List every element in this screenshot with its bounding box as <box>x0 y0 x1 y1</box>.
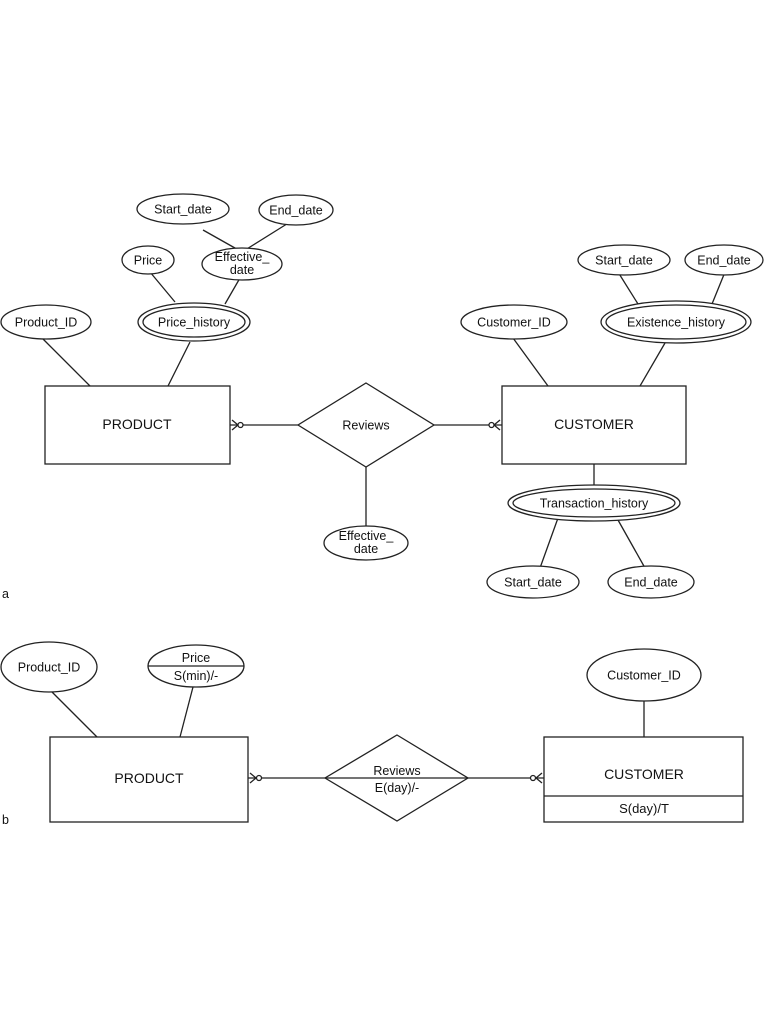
attribute-price-timestamped: Price S(min)/- <box>147 644 245 688</box>
multivalued-attribute-price-history: Price_history <box>137 302 251 342</box>
attribute-product-id-a: Product_ID <box>0 304 92 340</box>
svg-text:Product_ID: Product_ID <box>15 316 78 330</box>
svg-text:Reviews: Reviews <box>373 764 420 778</box>
svg-text:CUSTOMER: CUSTOMER <box>554 416 634 432</box>
svg-text:Product_ID: Product_ID <box>18 661 81 675</box>
svg-text:date: date <box>230 263 254 277</box>
attribute-effective-date-product: Effective_ date <box>201 247 283 281</box>
svg-text:Reviews: Reviews <box>342 419 389 433</box>
svg-text:E(day)/-: E(day)/- <box>375 781 419 795</box>
svg-text:Start_date: Start_date <box>154 203 212 217</box>
svg-text:End_date: End_date <box>269 204 323 218</box>
attribute-product-id-b: Product_ID <box>0 641 98 693</box>
svg-text:Effective_: Effective_ <box>339 529 395 543</box>
multivalued-attribute-existence-history: Existence_history <box>600 300 752 344</box>
svg-text:End_date: End_date <box>624 576 678 590</box>
attribute-price: Price <box>121 245 175 275</box>
svg-text:Start_date: Start_date <box>595 254 653 268</box>
svg-text:Price: Price <box>134 254 163 268</box>
svg-text:S(min)/-: S(min)/- <box>174 669 218 683</box>
svg-text:Customer_ID: Customer_ID <box>477 316 551 330</box>
svg-text:Existence_history: Existence_history <box>627 316 726 330</box>
relationship-reviews-b: Reviews E(day)/- <box>323 734 470 822</box>
attribute-existence-end-date: End_date <box>684 244 764 276</box>
diagram-b: Product_ID Price S(min)/- PRODUCT Review… <box>0 641 744 827</box>
entity-product-b: PRODUCT <box>49 736 249 823</box>
svg-text:Effective_: Effective_ <box>215 250 271 264</box>
attribute-customer-id-a: Customer_ID <box>460 304 568 340</box>
attribute-transaction-start-date: Start_date <box>486 565 580 599</box>
diagram-a-connectors <box>41 221 726 569</box>
diagram-b-connectors <box>51 686 645 784</box>
svg-text:Customer_ID: Customer_ID <box>607 669 681 683</box>
relationship-reviews-a: Reviews <box>296 382 436 468</box>
entity-product-a: PRODUCT <box>44 385 231 465</box>
diagram-a: Start_date End_date Price Effective_ dat… <box>0 193 764 601</box>
panel-label-b: b <box>2 813 9 827</box>
panel-label-a: a <box>2 587 9 601</box>
svg-text:PRODUCT: PRODUCT <box>102 416 172 432</box>
svg-text:Start_date: Start_date <box>504 576 562 590</box>
svg-text:PRODUCT: PRODUCT <box>114 770 184 786</box>
svg-text:S(day)/T: S(day)/T <box>619 801 669 816</box>
attribute-effective-date-relationship: Effective_ date <box>323 525 409 561</box>
attribute-end-date: End_date <box>258 194 334 226</box>
attribute-transaction-end-date: End_date <box>607 565 695 599</box>
svg-text:Price_history: Price_history <box>158 316 231 330</box>
multivalued-attribute-transaction-history: Transaction_history <box>507 484 681 522</box>
entity-customer-b: CUSTOMER S(day)/T <box>543 736 744 823</box>
attribute-existence-start-date: Start_date <box>577 244 671 276</box>
entity-customer-a: CUSTOMER <box>501 385 687 465</box>
svg-text:Price: Price <box>182 651 211 665</box>
attribute-customer-id-b: Customer_ID <box>586 648 702 702</box>
svg-text:date: date <box>354 542 378 556</box>
svg-text:Transaction_history: Transaction_history <box>540 497 649 511</box>
svg-text:End_date: End_date <box>697 254 751 268</box>
attribute-start-date: Start_date <box>136 193 230 225</box>
svg-text:CUSTOMER: CUSTOMER <box>604 766 684 782</box>
